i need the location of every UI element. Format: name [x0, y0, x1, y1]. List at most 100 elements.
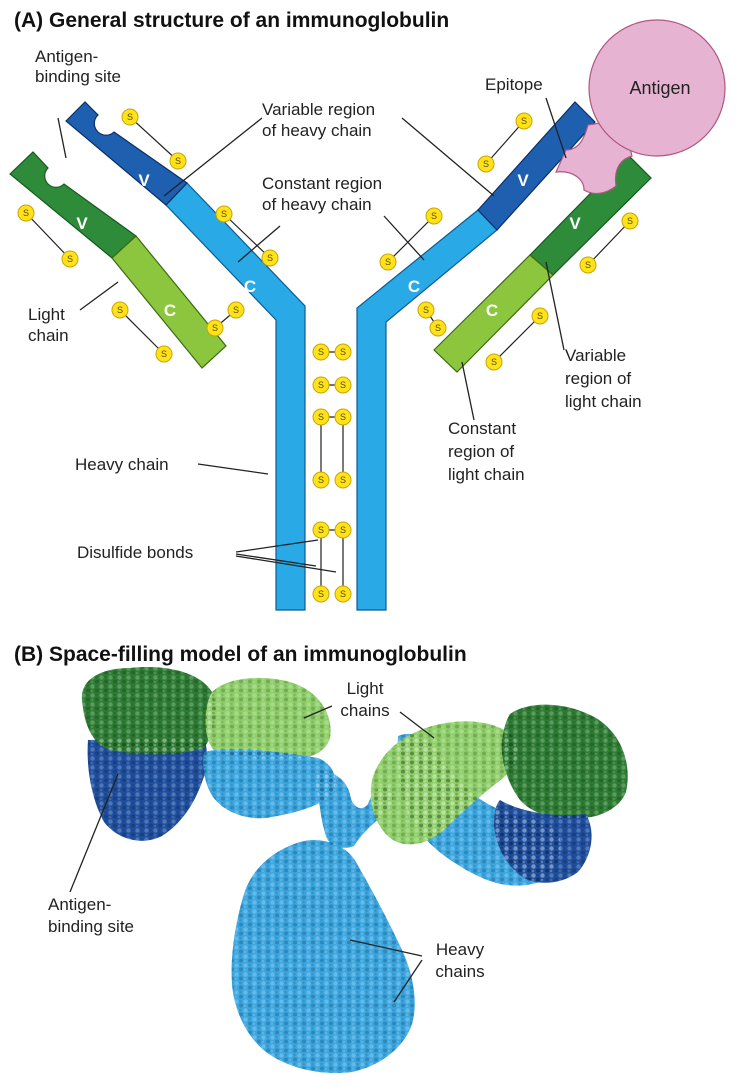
- leader-light-chains-right: [399, 711, 435, 739]
- disulfide-bond-line: [587, 220, 631, 266]
- domain-letter-left-heavy-v: V: [138, 171, 150, 190]
- leader-constant-heavy-left: [237, 225, 281, 263]
- label-heavy-chains-1: Heavy: [436, 940, 485, 959]
- sulfur-letter: S: [491, 357, 497, 367]
- label-heavy-chains-2: chains: [435, 962, 484, 981]
- sulfur-atom: [579, 256, 597, 274]
- leader-disulfide-1: [235, 539, 319, 553]
- label-light-chains-1: Light: [347, 679, 384, 698]
- label-variable-heavy-2: of heavy chain: [262, 121, 372, 140]
- sulfur-letter: S: [117, 305, 123, 315]
- sulfur-letter: S: [627, 216, 633, 226]
- label-light-chain-2: chain: [28, 326, 69, 345]
- sulfur-letter: S: [127, 112, 133, 122]
- label-constant-heavy-1: Constant region: [262, 174, 382, 193]
- label-constant-light-2: region of: [448, 442, 514, 461]
- leader-variable-heavy-right: [401, 117, 495, 197]
- disulfide-bond-line: [119, 309, 165, 355]
- label-variable-light-1: Variable: [565, 346, 626, 365]
- sulfur-letter: S: [318, 589, 324, 599]
- label-antigen-binding-site-a2: binding site: [35, 67, 121, 86]
- right-heavy-variable-region: [477, 101, 596, 231]
- leader-constant-heavy-right: [383, 215, 425, 261]
- leader-variable-heavy-left: [163, 117, 263, 197]
- label-antigen-binding-site-b1: Antigen-: [48, 895, 111, 914]
- leader-heavy-chains-1: [349, 939, 423, 957]
- leader-heavy-chain: [197, 463, 269, 475]
- label-variable-light-2: region of: [565, 369, 631, 388]
- sulfur-letter: S: [212, 323, 218, 333]
- leader-disulfide-3: [235, 555, 337, 573]
- sulfur-atom: [61, 250, 79, 268]
- sulfur-atom: [334, 585, 352, 603]
- sulfur-letter: S: [537, 311, 543, 321]
- antigen: Antigen: [555, 19, 726, 195]
- leader-constant-light: [461, 361, 475, 421]
- label-constant-light-3: light chain: [448, 465, 525, 484]
- sulfur-letter: S: [340, 475, 346, 485]
- sulfur-atom: [155, 345, 173, 363]
- sulfur-atom: [334, 376, 352, 394]
- sulfur-letter: S: [340, 525, 346, 535]
- label-variable-heavy-1: Variable region: [262, 100, 375, 119]
- leader-epitope: [545, 97, 567, 159]
- leader-lines-b: [69, 705, 435, 1003]
- sulfur-atom: [312, 376, 330, 394]
- leader-light-chains-left: [303, 705, 333, 719]
- sulfur-letter: S: [233, 305, 239, 315]
- sulfur-atom: [334, 471, 352, 489]
- sulfur-letter: S: [585, 260, 591, 270]
- domain-letter-right-light-v: V: [569, 214, 581, 233]
- label-heavy-chain: Heavy chain: [75, 455, 169, 474]
- sulfur-letter: S: [385, 257, 391, 267]
- sulfur-atom: [215, 205, 233, 223]
- sulfur-letter: S: [423, 305, 429, 315]
- disulfide-bond-line: [223, 213, 271, 259]
- sulfur-atom: [169, 152, 187, 170]
- domain-letter-left-light-v: V: [76, 214, 88, 233]
- sulfur-atom: [485, 353, 503, 371]
- sulfur-letter: S: [340, 347, 346, 357]
- domain-letter-left-light-c: C: [164, 301, 176, 320]
- sulfur-atom: [621, 212, 639, 230]
- left-heavy-variable-region: [65, 101, 188, 206]
- sulfur-letter: S: [340, 380, 346, 390]
- sulfur-letter: S: [318, 380, 324, 390]
- sulfur-letter: S: [318, 475, 324, 485]
- sulfur-atom: [334, 521, 352, 539]
- label-epitope: Epitope: [485, 75, 543, 94]
- leader-heavy-chains-2: [393, 959, 423, 1003]
- sulfur-letter: S: [318, 412, 324, 422]
- sulfur-atom: [121, 108, 139, 126]
- label-antigen-binding-site-b2: binding site: [48, 917, 134, 936]
- sulfur-atom: [206, 319, 224, 337]
- disulfide-bond-line: [493, 315, 541, 363]
- sulfur-letter: S: [483, 159, 489, 169]
- sulfur-atom: [379, 253, 397, 271]
- sulfur-atom: [334, 408, 352, 426]
- sulfur-letter: S: [318, 347, 324, 357]
- sulfur-atom: [111, 301, 129, 319]
- sulfur-atom: [312, 343, 330, 361]
- heavy-chains: [65, 101, 596, 611]
- leader-lines-a: [57, 97, 567, 573]
- domain-letter-right-light-c: C: [486, 301, 498, 320]
- left-light-variable-region: [9, 151, 137, 259]
- label-antigen-binding-site-a1: Antigen-: [35, 47, 98, 66]
- left-light-constant-region: [111, 235, 227, 369]
- leader-variable-light: [545, 261, 565, 351]
- sulfur-atom: [312, 408, 330, 426]
- disulfide-bond-line: [129, 116, 179, 162]
- label-disulfide-bonds: Disulfide bonds: [77, 543, 193, 562]
- label-light-chain-1: Light: [28, 305, 65, 324]
- sulfur-letter: S: [435, 323, 441, 333]
- space-filling-model: [81, 667, 628, 1074]
- sulfur-atom: [425, 207, 443, 225]
- label-light-chains-2: chains: [340, 701, 389, 720]
- sulfur-letter: S: [340, 589, 346, 599]
- sulfur-atom: [312, 471, 330, 489]
- domain-letters: V V C C V V C C: [76, 171, 581, 320]
- leader-disulfide-2: [235, 553, 317, 567]
- sulfur-letter: S: [175, 156, 181, 166]
